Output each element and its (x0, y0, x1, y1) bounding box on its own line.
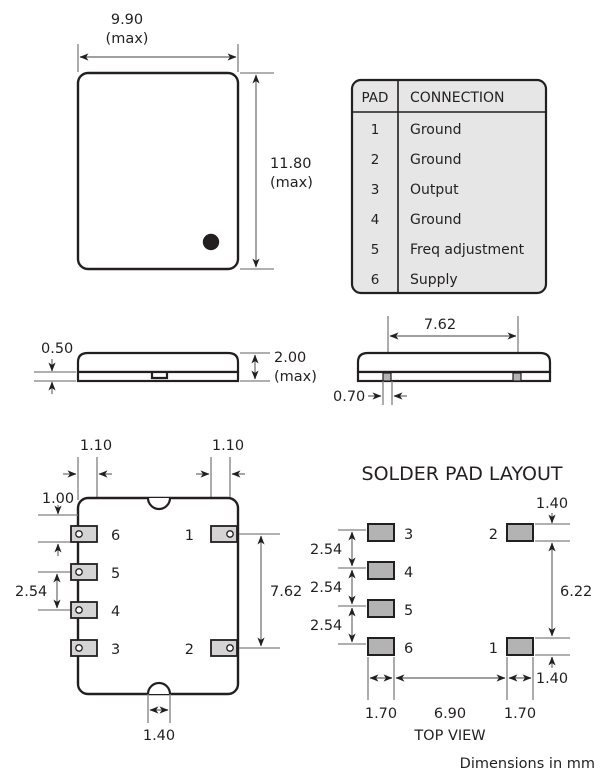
end-view-base-strip (356, 370, 552, 383)
solder-pad-label: 2 (489, 527, 498, 543)
table-header-connection: CONNECTION (410, 90, 505, 106)
dimensions-unit-note: Dimensions in mm (460, 756, 595, 772)
solder-pad-pitch-value: 2.54 (310, 618, 342, 634)
table-cell-pad: 2 (371, 152, 380, 168)
pin-one-marker-dot (202, 233, 220, 251)
pad-via-hole (75, 568, 83, 576)
bottom-view-pad (70, 563, 98, 581)
table-cell-connection: Ground (410, 152, 462, 168)
bottom-view-pad (70, 639, 98, 657)
package-body-outline (76, 71, 240, 271)
solder-pad-label: 4 (404, 565, 413, 581)
top-view-width-qualifier: (max) (106, 31, 149, 47)
table-cell-connection: Output (410, 182, 459, 198)
top-view-height-value: 11.80 (270, 156, 312, 172)
notch-top-semicircle (146, 497, 172, 511)
base-thickness-value: 0.50 (41, 341, 73, 357)
bottom-view-pad-label: 3 (111, 642, 120, 658)
end-view-body-profile (356, 351, 552, 374)
pad-via-hole (75, 530, 83, 538)
solder-pad-label: 5 (404, 603, 413, 619)
solder-pad (367, 637, 395, 656)
bottom-view-pad (210, 525, 238, 543)
total-height-value: 2.00 (274, 350, 306, 366)
solder-pad (367, 561, 395, 580)
solder-pad-label: 6 (404, 641, 413, 657)
bottom-view-group: 1.10 1.10 6 5 4 3 1 2 (15, 438, 302, 744)
bottom-view-right-inset-value: 1.10 (212, 438, 244, 454)
end-view-pad-width-value: 0.70 (333, 389, 365, 405)
solder-pad-layout-title: SOLDER PAD LAYOUT (362, 463, 563, 485)
bottom-view-vspan-value: 7.62 (270, 584, 302, 600)
solder-pad-layout-group: SOLDER PAD LAYOUT 3 4 5 6 2.54 2.54 2.54… (310, 463, 592, 744)
table-cell-connection: Ground (410, 122, 462, 138)
solder-pad-width-right-value: 1.70 (504, 706, 536, 722)
top-view-group: 9.90 (max) 11.80 (max) (76, 12, 313, 271)
top-view-width-value: 9.90 (111, 12, 143, 28)
table-cell-pad: 5 (371, 242, 380, 258)
pad-via-hole (75, 644, 83, 652)
solder-pad-vspan-value: 6.22 (560, 584, 592, 600)
table-cell-pad: 4 (371, 212, 380, 228)
end-side-view-group: 7.62 0.70 (333, 316, 552, 405)
bottom-view-pad-label: 5 (111, 566, 120, 582)
bottom-view-pad (70, 601, 98, 619)
bottom-view-pad-label: 4 (111, 604, 120, 620)
pad-via-hole (226, 644, 234, 652)
table-cell-pad: 1 (371, 122, 380, 138)
solder-pad (506, 637, 534, 656)
pad-via-hole (75, 606, 83, 614)
table-background (350, 78, 548, 295)
top-view-height-qualifier: (max) (270, 175, 313, 191)
notch-bottom-semicircle (146, 681, 172, 695)
bottom-view-pad-label: 1 (185, 528, 194, 544)
bottom-view-pad-label: 2 (185, 642, 194, 658)
solder-pad-pitch-value: 2.54 (310, 542, 342, 558)
end-view-solder-pad (512, 372, 522, 382)
front-side-view-group: 0.50 2.00 (max) (34, 341, 317, 394)
side-view-base-notch (150, 372, 169, 380)
solder-pad (367, 523, 395, 542)
solder-pad-view-label: TOP VIEW (413, 728, 485, 744)
solder-pad-label: 3 (404, 527, 413, 543)
table-cell-connection: Freq adjustment (410, 242, 525, 258)
table-header-pad: PAD (362, 90, 389, 106)
end-view-span-value: 7.62 (424, 317, 456, 333)
side-view-body-profile (76, 351, 240, 374)
solder-pad-top-height-value: 1.40 (536, 496, 568, 512)
solder-pad (506, 523, 534, 542)
bottom-view-top-offset-value: 1.00 (42, 491, 74, 507)
solder-pad-label: 1 (489, 641, 498, 657)
bottom-view-left-inset-value: 1.10 (80, 438, 112, 454)
bottom-view-pad (70, 525, 98, 543)
table-cell-connection: Supply (410, 272, 458, 288)
solder-pad-width-left-value: 1.70 (365, 706, 397, 722)
solder-pad-gap-value: 6.90 (434, 706, 466, 722)
total-height-qualifier: (max) (274, 369, 317, 385)
side-view-base-strip (76, 370, 240, 383)
table-cell-connection: Ground (410, 212, 462, 228)
connection-table: PAD CONNECTION 1 Ground 2 Ground 3 Outpu… (350, 78, 548, 295)
bottom-view-pitch-value: 2.54 (15, 584, 47, 600)
pad-via-hole (226, 530, 234, 538)
solder-pad (367, 599, 395, 618)
bottom-view-pad (210, 639, 238, 657)
solder-pad-bottom-height-value: 1.40 (536, 671, 568, 687)
table-cell-pad: 3 (371, 182, 380, 198)
bottom-view-notch-width-value: 1.40 (143, 728, 175, 744)
end-view-solder-pad (382, 372, 392, 382)
solder-pad-pitch-value: 2.54 (310, 580, 342, 596)
bottom-view-pad-label: 6 (111, 528, 120, 544)
table-cell-pad: 6 (371, 272, 380, 288)
